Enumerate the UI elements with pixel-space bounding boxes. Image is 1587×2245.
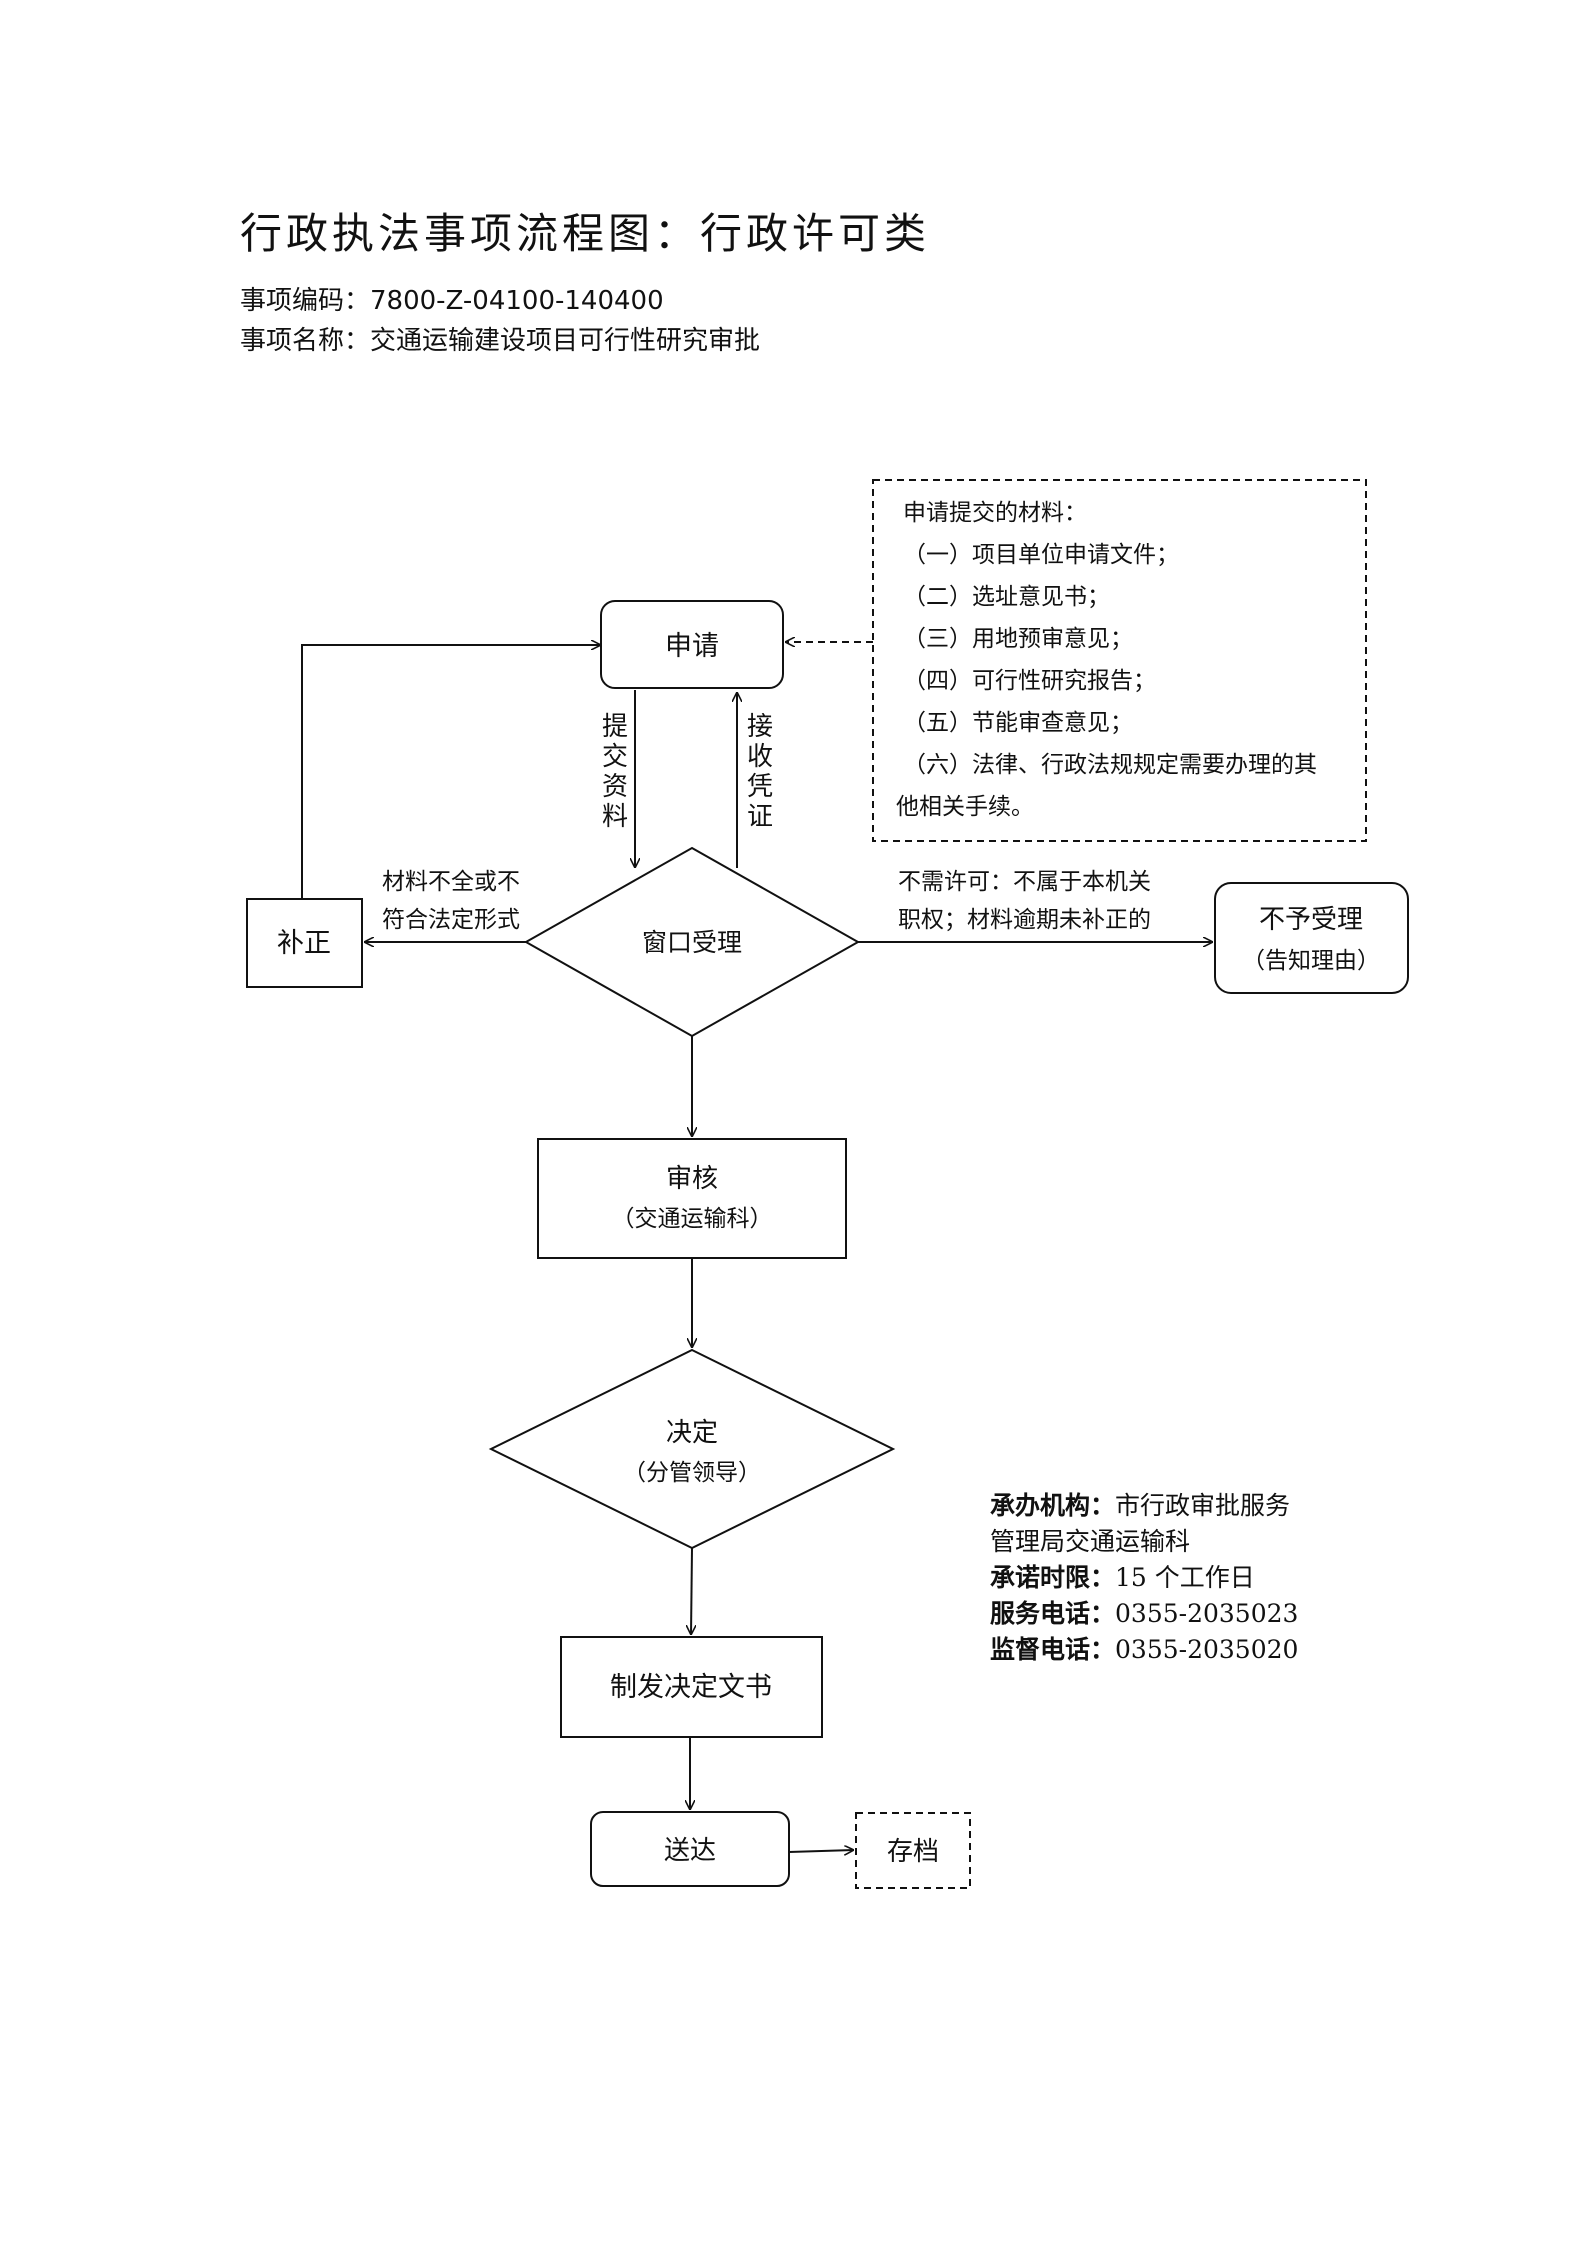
review-sub-label: （交通运输科） xyxy=(612,1206,773,1232)
archive-node xyxy=(855,1812,971,1889)
reject-label: 不予受理 xyxy=(1259,905,1363,935)
supervise-value: 0355-2035020 xyxy=(1115,1635,1299,1664)
receipt-label: 收 xyxy=(747,742,773,772)
correct-to-apply-arrow xyxy=(301,645,601,899)
item-name-label: 事项名称： xyxy=(240,326,371,356)
incomplete-label: 符合法定形式 xyxy=(382,907,520,933)
reject-node xyxy=(1214,882,1409,994)
submit-label: 资 xyxy=(602,772,628,802)
materials-item: 他相关手续。 xyxy=(896,794,1034,820)
info-block: 承办机构：市行政审批服务 管理局交通运输科 承诺时限：15 个工作日 服务电话：… xyxy=(990,1488,1298,1668)
item-name-value: 交通运输建设项目可行性研究审批 xyxy=(370,326,761,356)
materials-item: （一）项目单位申请文件； xyxy=(903,542,1179,568)
materials-box xyxy=(872,479,1367,842)
issue-label: 制发决定文书 xyxy=(610,1672,772,1703)
review-node xyxy=(537,1138,847,1259)
org-value-cont: 管理局交通运输科 xyxy=(990,1527,1191,1556)
receipt-label: 证 xyxy=(747,802,773,832)
phone-value: 0355-2035023 xyxy=(1115,1599,1299,1628)
deliver-label: 送达 xyxy=(664,1836,716,1866)
no-permit-label: 职权；材料逾期未补正的 xyxy=(898,907,1151,933)
materials-item: （三）用地预审意见； xyxy=(903,626,1133,652)
decide-node xyxy=(488,1348,896,1550)
submit-label: 料 xyxy=(602,802,628,832)
item-code: 事项编码：7800-Z-04100-140400 xyxy=(240,280,664,317)
correct-node xyxy=(246,898,363,988)
decide-label: 决定 xyxy=(666,1418,718,1448)
materials-item: （二）选址意见书； xyxy=(903,584,1110,610)
org-label: 承办机构： xyxy=(990,1491,1116,1520)
receipt-label: 凭 xyxy=(747,772,773,802)
deliver-node xyxy=(590,1811,790,1887)
decide-to-issue-arrow xyxy=(691,1547,692,1635)
correct-label: 补正 xyxy=(277,928,331,959)
incomplete-label: 材料不全或不 xyxy=(382,869,520,895)
item-name: 事项名称：交通运输建设项目可行性研究审批 xyxy=(240,320,760,357)
item-code-value: 7800-Z-04100-140400 xyxy=(370,286,664,316)
archive-label: 存档 xyxy=(887,1837,939,1867)
materials-item: （六）法律、行政法规规定需要办理的其 xyxy=(903,752,1317,778)
deliver-to-archive-arrow xyxy=(788,1850,854,1852)
review-label: 审核 xyxy=(666,1164,718,1194)
decide-sub-label: （分管领导） xyxy=(623,1460,761,1486)
window-label: 窗口受理 xyxy=(642,928,742,957)
org-value: 市行政审批服务 xyxy=(1115,1491,1291,1520)
time-value: 15 个工作日 xyxy=(1115,1563,1255,1592)
receipt-label: 接 xyxy=(747,712,773,742)
apply-label: 申请 xyxy=(665,631,719,662)
supervise-label: 监督电话： xyxy=(990,1635,1116,1664)
page-title: 行政执法事项流程图：行政许可类 xyxy=(240,209,931,258)
submit-label: 交 xyxy=(602,742,628,772)
materials-title: 申请提交的材料： xyxy=(903,500,1087,526)
item-code-label: 事项编码： xyxy=(240,286,371,316)
no-permit-label: 不需许可：不属于本机关 xyxy=(898,869,1151,895)
time-label: 承诺时限： xyxy=(990,1563,1116,1592)
issue-node xyxy=(560,1636,823,1738)
phone-label: 服务电话： xyxy=(990,1599,1116,1628)
materials-item: （四）可行性研究报告； xyxy=(903,668,1156,694)
reject-sub-label: （告知理由） xyxy=(1242,948,1380,974)
submit-label: 提 xyxy=(602,712,628,742)
materials-item: （五）节能审查意见； xyxy=(903,710,1133,736)
